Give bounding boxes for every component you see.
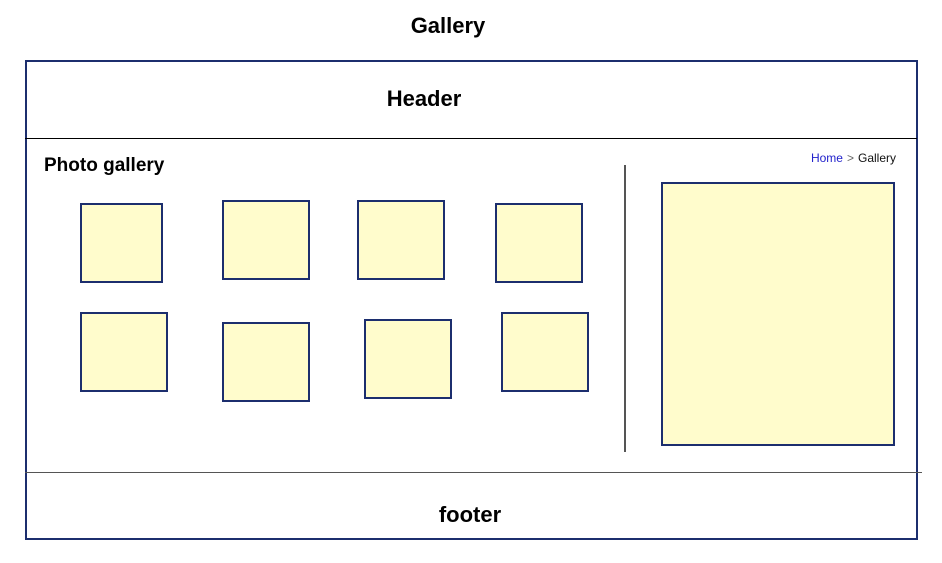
breadcrumb: Home>Gallery	[811, 151, 896, 165]
gallery-thumbnail[interactable]	[222, 322, 310, 402]
header-divider	[25, 138, 917, 139]
gallery-thumbnail[interactable]	[501, 312, 589, 392]
page-title: Gallery	[410, 13, 486, 38]
header-label: Header	[386, 86, 462, 111]
breadcrumb-home-link[interactable]: Home	[810, 151, 843, 165]
sidebar-divider	[624, 165, 626, 452]
breadcrumb-current: Gallery	[857, 151, 896, 165]
gallery-thumbnail[interactable]	[80, 312, 168, 392]
section-title: Photo gallery	[44, 155, 165, 176]
page-frame	[25, 60, 918, 540]
gallery-thumbnail[interactable]	[364, 319, 452, 399]
footer-label: footer	[438, 502, 502, 527]
gallery-thumbnail[interactable]	[357, 200, 445, 280]
gallery-thumbnail[interactable]	[222, 200, 310, 280]
breadcrumb-separator: >	[846, 151, 854, 165]
gallery-thumbnail[interactable]	[495, 203, 583, 283]
footer-divider	[25, 472, 922, 473]
gallery-thumbnail[interactable]	[80, 203, 163, 283]
photo-preview	[661, 182, 895, 446]
